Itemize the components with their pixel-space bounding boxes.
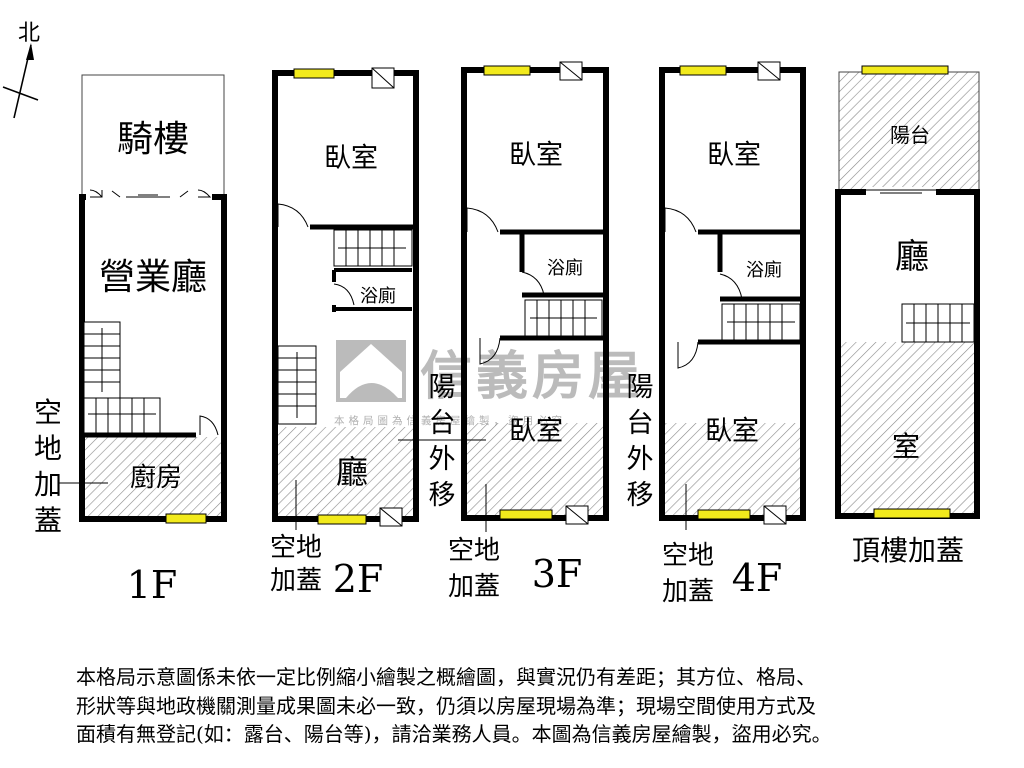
room-label-hall: 廳: [895, 237, 929, 277]
disclaimer-line: 形狀等與地政機關測量成果圖未必一致，仍須以房屋現場為準；現場空間使用方式及: [76, 693, 816, 718]
floor-label-roof: 頂樓加蓋: [852, 534, 964, 567]
roof-room-area: [841, 342, 975, 514]
room-label-room: 室: [892, 430, 920, 463]
side-label-line: 空地: [448, 536, 500, 566]
window-icon: [483, 65, 531, 76]
room-label-bedroom: 臥室: [707, 140, 761, 171]
side-label-line: 空地: [270, 533, 322, 563]
room-label-arcade: 騎樓: [117, 119, 189, 160]
window-icon: [317, 514, 367, 525]
ac-unit-icon: [371, 67, 395, 89]
room-label-balcony: 陽台: [890, 123, 930, 147]
staircase-3f: [524, 299, 603, 337]
extension-area: [665, 423, 800, 516]
room-label-living: 廳: [336, 453, 368, 491]
room-label-kitchen: 廚房: [130, 463, 182, 493]
disclaimer-line: 面積有無登記(如：露台、陽台等)，請洽業務人員。本圖為信義房屋繪製，盜用必究。: [76, 722, 832, 746]
side-label-line: 空: [34, 396, 62, 429]
room-label-bathroom: 浴廁: [547, 257, 583, 279]
roof-balcony-area: [838, 71, 980, 191]
floor-2f: 臥室 浴廁 廳 空地 加蓋 2F: [270, 67, 419, 601]
extension-area: [278, 427, 414, 519]
ac-unit-icon: [757, 61, 781, 81]
ac-unit-icon: [559, 61, 583, 81]
extension-area: [467, 423, 603, 516]
window-icon: [293, 68, 335, 79]
bedroom-door-icon: [677, 341, 699, 369]
ac-unit-icon: [565, 505, 589, 525]
compass-north-label: 北: [18, 21, 40, 46]
floor-4f: 臥室 浴廁 臥室 陽 台 外 移 空地 加蓋 4F: [627, 61, 806, 607]
window-icon: [499, 509, 553, 520]
side-label-line: 加蓋: [662, 577, 714, 607]
room-label-bedroom: 臥室: [705, 416, 759, 447]
floor-3f: 臥室 浴廁 臥室 陽 台 外 移 空地 加蓋 3F: [398, 61, 609, 602]
watermark-logo-icon: [336, 340, 406, 402]
bedroom-door-icon: [664, 207, 697, 233]
staircase-1f: [83, 321, 161, 435]
ac-unit-icon: [379, 507, 403, 527]
room-label-bedroom: 臥室: [509, 416, 563, 447]
window-icon: [165, 513, 207, 524]
roof-door-opening: [866, 187, 936, 197]
staircase-2f: [277, 229, 413, 425]
compass-arrow-icon: [26, 43, 34, 60]
bedroom-door-icon: [277, 203, 309, 228]
compass-crossbar: [2, 86, 39, 101]
bathroom-door-icon: [333, 283, 355, 306]
window-icon: [861, 65, 949, 75]
floor-plan-diagram: 北 信義房屋 本格局圖為信義房屋繪製，盜用必究: [2, 21, 980, 607]
side-label-line: 加蓋: [448, 572, 500, 602]
balcony-moved-label: 陽: [429, 372, 456, 403]
bathroom-door-icon: [521, 271, 545, 296]
floor-label-4f: 4F: [732, 556, 783, 600]
room-label-bedroom: 臥室: [509, 140, 563, 171]
watermark: 信義房屋 本格局圖為信義房屋繪製，盜用必究: [334, 340, 640, 427]
bedroom-door-icon: [466, 207, 499, 233]
ac-unit-icon: [763, 505, 787, 525]
window-icon: [873, 508, 951, 519]
storefront-doors: [86, 189, 212, 201]
side-label-line: 空地: [662, 541, 714, 571]
balcony-moved-label: 陽: [627, 372, 654, 403]
bedroom-door-icon: [479, 337, 501, 365]
floor-label-1f: 1F: [127, 563, 178, 607]
kitchen-door-icon: [199, 415, 219, 436]
floor-label-2f: 2F: [333, 557, 384, 601]
balcony-moved-label: 移: [429, 480, 456, 511]
side-label-line: 地: [34, 432, 62, 465]
floor-1f: 騎樓 營業廳 廚房 空 地 加 蓋 1F: [34, 74, 227, 607]
floor-roof: 陽台 廳 室 頂樓加蓋: [835, 65, 980, 567]
window-icon: [697, 509, 751, 520]
staircase-4f: [721, 303, 801, 341]
room-label-bathroom: 浴廁: [360, 285, 396, 307]
balcony-moved-label: 外: [429, 444, 456, 475]
floor-label-3f: 3F: [532, 552, 583, 596]
disclaimer-line: 本格局示意圖係未依一定比例縮小繪製之概繪圖，與實況仍有差距；其方位、格局、: [76, 665, 816, 689]
window-icon: [679, 65, 727, 76]
kitchen-extension-area: [84, 437, 222, 518]
side-label-line: 加: [34, 468, 62, 501]
north-compass: 北: [2, 21, 40, 119]
disclaimer-text: 本格局示意圖係未依一定比例縮小繪製之概繪圖，與實況仍有差距；其方位、格局、 形狀…: [76, 663, 1006, 749]
bathroom-door-icon: [719, 273, 743, 300]
side-label-line: 蓋: [34, 504, 62, 537]
side-label-line: 加蓋: [270, 566, 322, 596]
staircase-roof: [901, 303, 975, 343]
balcony-moved-label: 台: [627, 408, 654, 439]
balcony-moved-label: 移: [627, 480, 654, 511]
room-label-bathroom: 浴廁: [746, 259, 782, 281]
balcony-moved-label: 外: [627, 444, 654, 475]
room-label-business-hall: 營業廳: [99, 257, 207, 298]
room-label-bedroom: 臥室: [324, 143, 378, 174]
balcony-moved-label: 台: [429, 408, 456, 439]
